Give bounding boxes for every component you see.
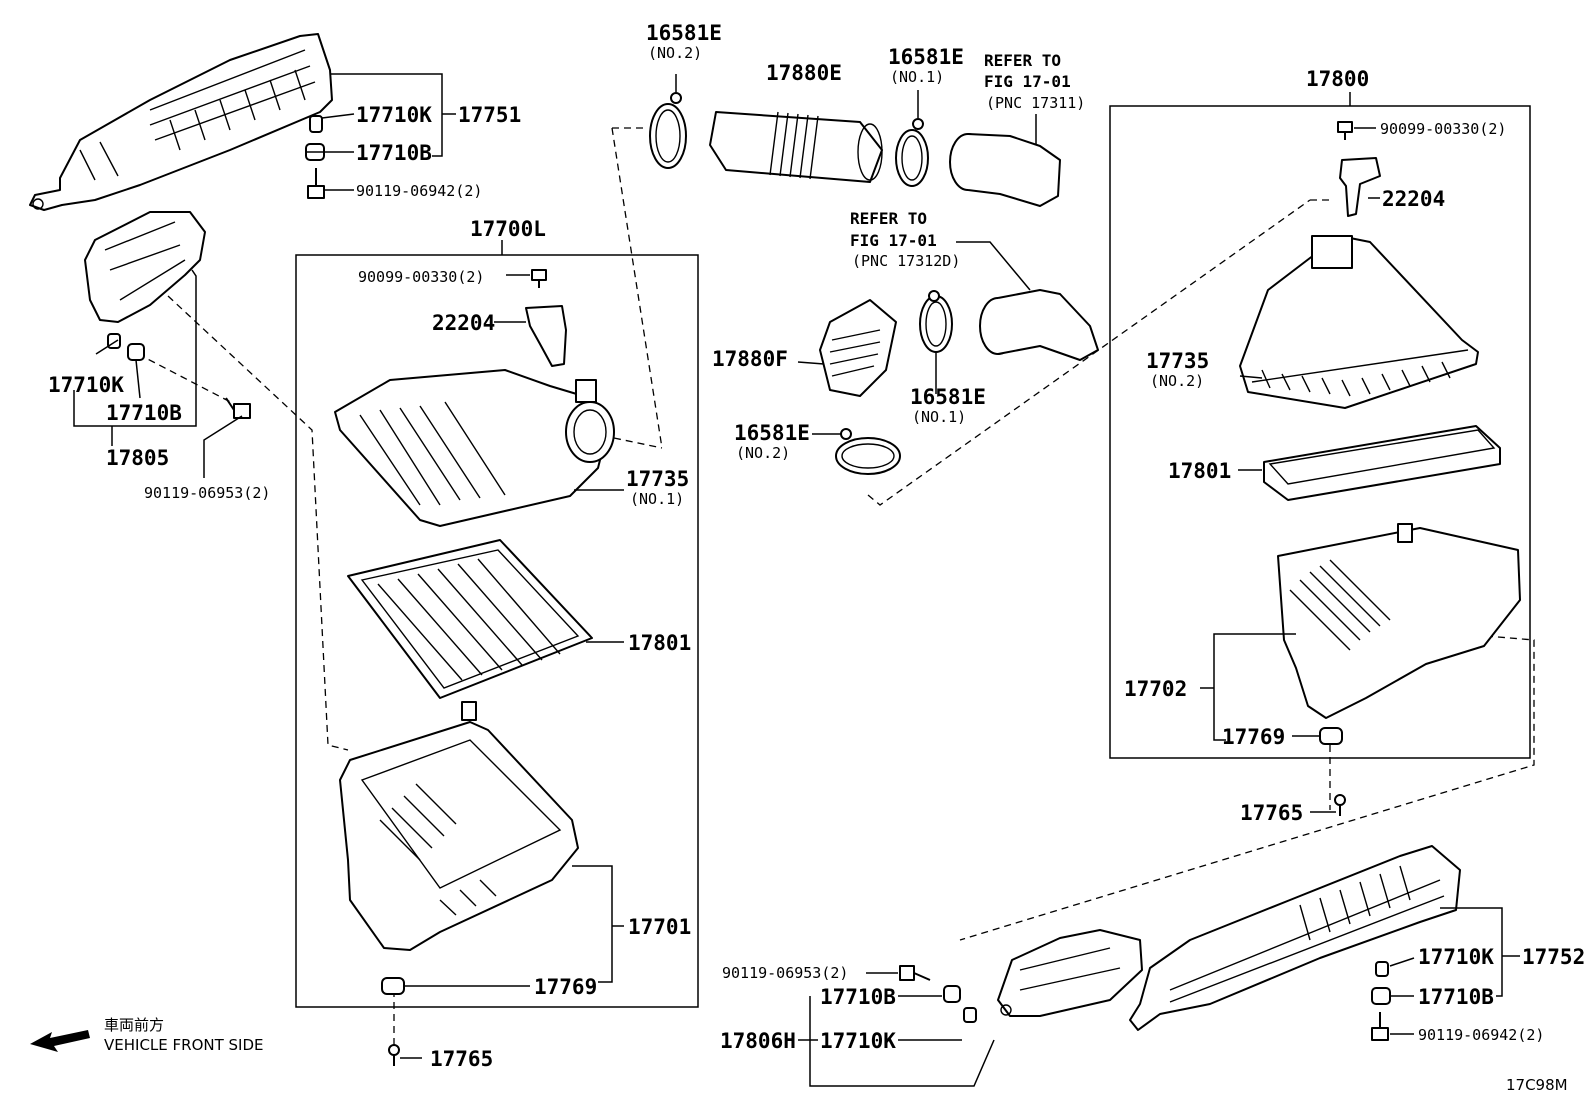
label-17752: 17752 (1522, 945, 1585, 969)
inlet-duct-17751 (29, 33, 333, 211)
pin-17765-right (1334, 794, 1346, 816)
label-90119-06942-lower: 90119-06942(2) (1418, 1026, 1544, 1044)
label-90099-00330-right: 90099-00330(2) (1380, 120, 1506, 138)
label-17735-no2-sub: (NO.2) (1150, 372, 1204, 390)
inlet-duct-17752 (1129, 845, 1461, 1031)
label-17806H: 17806H (720, 1029, 796, 1053)
label-17751: 17751 (458, 103, 521, 127)
label-17735-no1-sub: (NO.1) (630, 490, 684, 508)
assembly-frame-17700L (295, 254, 699, 1008)
screw-90099-00330-left (531, 269, 547, 288)
label-16581E-no1-mid-sub: (NO.1) (912, 408, 966, 426)
cleaner-cap-17735-no2 (1239, 235, 1479, 409)
label-ref-17311-line3: (PNC 17311) (986, 94, 1085, 112)
bolt-90119-06953-lower (899, 965, 931, 981)
label-17710K-left: 17710K (48, 373, 124, 397)
cleaner-case-17702 (1277, 523, 1521, 719)
hose-17880F (819, 299, 897, 397)
filter-17801-left (347, 539, 593, 699)
sensor-22204-left (525, 305, 567, 367)
leader-lines (73, 73, 1520, 1087)
cleaner-cap-17735-no1 (334, 369, 615, 527)
grommet-17710B-left (127, 343, 145, 361)
assembly-frame-17800 (1109, 105, 1531, 759)
label-16581E-no1-top-sub: (NO.1) (890, 68, 944, 86)
grommet-17710K-upper (309, 115, 323, 133)
label-17735-no2: 17735 (1146, 349, 1209, 373)
label-ref-17311-line1: REFER TO (984, 51, 1061, 70)
label-90099-00330-left: 90099-00330(2) (358, 268, 484, 286)
bolt-90119-06942-upper (307, 168, 325, 199)
label-17710B-upper: 17710B (356, 141, 432, 165)
label-17800: 17800 (1306, 67, 1369, 91)
label-17702: 17702 (1124, 677, 1187, 701)
label-17710B-lower-left: 17710B (820, 985, 896, 1009)
grommet-17710B-upper (305, 143, 325, 161)
grommet-17710K-lower-left (963, 1007, 977, 1023)
pin-17765-left (388, 1044, 400, 1066)
label-17701: 17701 (628, 915, 691, 939)
label-vehicle-front-jp: 車両前方 (104, 1016, 164, 1034)
clamp-16581E-no1-mid (919, 290, 953, 353)
grommet-17769-right (1319, 727, 1343, 745)
clamp-16581E-no1-top (895, 118, 929, 187)
bolt-90119-06942-lower (1371, 1012, 1389, 1041)
label-90119-06953-left: 90119-06953(2) (144, 484, 270, 502)
label-17710K-upper: 17710K (356, 103, 432, 127)
cleaner-case-17701 (339, 701, 579, 951)
label-17805: 17805 (106, 446, 169, 470)
duct-17805 (84, 211, 206, 323)
label-17880F: 17880F (712, 347, 788, 371)
grommet-17769-left (381, 977, 405, 995)
label-17880E: 17880E (766, 61, 842, 85)
sensor-22204-right (1339, 157, 1381, 217)
label-17735-no1: 17735 (626, 467, 689, 491)
label-17801-right: 17801 (1168, 459, 1231, 483)
label-16581E-no1-top: 16581E (888, 45, 964, 69)
label-17801-left: 17801 (628, 631, 691, 655)
grommet-17710B-lower-left (943, 985, 961, 1003)
duct-17806H (997, 929, 1143, 1017)
label-17700L: 17700L (470, 217, 546, 241)
figure-code: 17C98M (1506, 1076, 1568, 1094)
label-ref-17312D-line1: REFER TO (850, 209, 927, 228)
label-90119-06942-upper: 90119-06942(2) (356, 182, 482, 200)
label-90119-06953-lower: 90119-06953(2) (722, 964, 848, 982)
label-22204-left: 22204 (432, 311, 495, 335)
vehicle-front-arrow-icon (30, 1030, 90, 1052)
label-vehicle-front-en: VEHICLE FRONT SIDE (104, 1036, 264, 1054)
label-17710K-lower-left: 17710K (820, 1029, 896, 1053)
label-16581E-no2-top: 16581E (646, 21, 722, 45)
grommet-17710B-lower-right (1371, 987, 1391, 1005)
dashed-assembly-lines (137, 127, 1535, 1050)
label-16581E-no2-mid: 16581E (734, 421, 810, 445)
label-ref-17312D-line3: (PNC 17312D) (852, 252, 960, 270)
label-ref-17311-line2: FIG 17-01 (984, 72, 1071, 91)
label-16581E-no2-top-sub: (NO.2) (648, 44, 702, 62)
label-17765-left: 17765 (430, 1047, 493, 1071)
label-16581E-no2-mid-sub: (NO.2) (736, 444, 790, 462)
grommet-17710K-lower-right (1375, 961, 1389, 977)
label-17710K-lower-right: 17710K (1418, 945, 1494, 969)
label-17710B-lower-right: 17710B (1418, 985, 1494, 1009)
screw-90099-00330-right (1337, 121, 1353, 140)
label-17769-right: 17769 (1222, 725, 1285, 749)
label-ref-17312D-line2: FIG 17-01 (850, 231, 937, 250)
clamp-16581E-no2-top (649, 92, 687, 169)
label-16581E-no1-mid: 16581E (910, 385, 986, 409)
label-17765-right: 17765 (1240, 801, 1303, 825)
hose-17880E (709, 111, 883, 183)
label-22204-right: 22204 (1382, 187, 1445, 211)
clamp-16581E-no2-mid (835, 428, 901, 475)
pipe-ref-17312D (979, 289, 1099, 361)
label-17710B-left: 17710B (106, 401, 182, 425)
label-17769-left: 17769 (534, 975, 597, 999)
filter-17801-right (1263, 425, 1501, 501)
pipe-ref-17311 (949, 133, 1061, 207)
bolt-90119-06953-left (225, 397, 251, 419)
